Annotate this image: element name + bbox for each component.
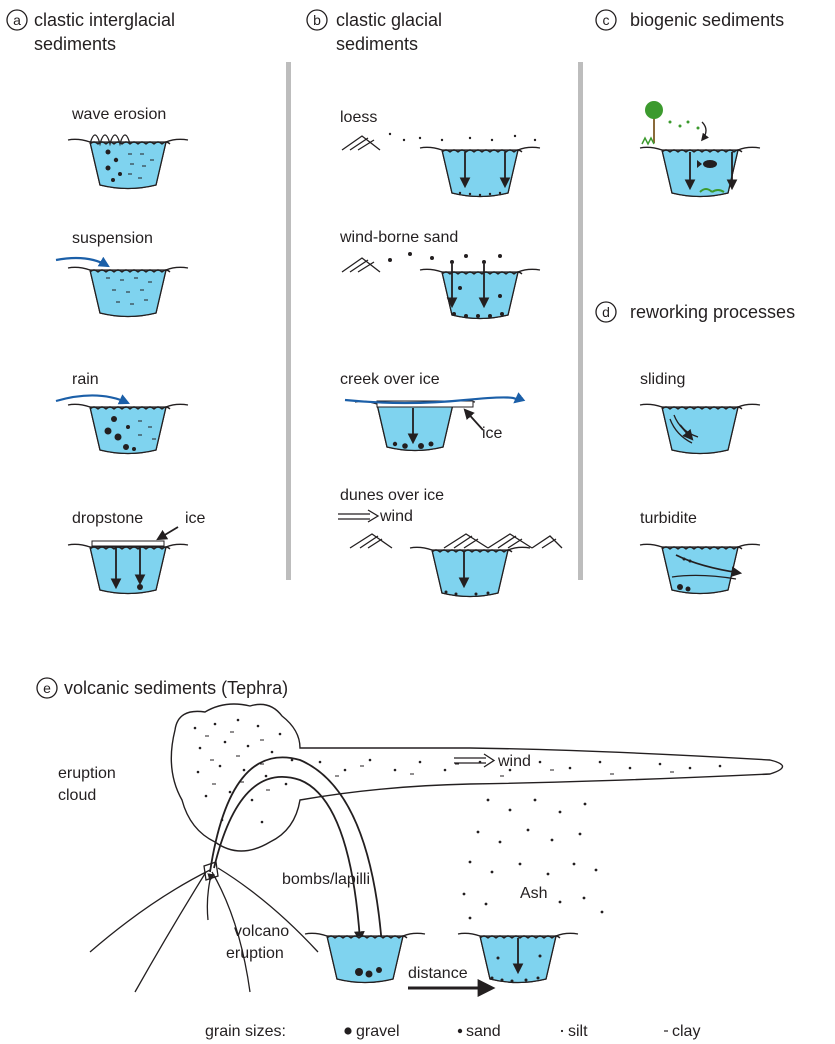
lake-windsand: [342, 252, 540, 319]
section-d-letter: d: [602, 304, 610, 320]
panel-suspension-label: suspension: [72, 230, 153, 247]
section-a-letter: a: [13, 12, 21, 28]
legend-title: grain sizes:: [205, 1023, 286, 1040]
wind-arrow-small: [338, 514, 370, 519]
lake-dropstone: [68, 527, 188, 594]
bombs-label: bombs/lapilli: [282, 871, 370, 888]
section-c-title: biogenic sediments: [630, 10, 784, 30]
lake-turbidite: [640, 544, 760, 593]
lake-ash: [458, 933, 578, 982]
section-e-title: volcanic sediments (Tephra): [64, 678, 288, 698]
tree-icon: [645, 101, 663, 119]
cloud-label-2: cloud: [58, 787, 96, 804]
section-b-title-2: sediments: [336, 34, 418, 54]
divider-bc: [578, 62, 583, 580]
legend-clay: clay: [672, 1023, 700, 1040]
panel-dropstone-ice-label: ice: [185, 510, 206, 527]
panel-wave-erosion-label: wave erosion: [71, 106, 166, 123]
section-e: e volcanic sediments (Tephra) eruption c…: [37, 678, 783, 992]
section-a-title-2: sediments: [34, 34, 116, 54]
legend-gravel: gravel: [356, 1023, 400, 1040]
panel-windsand-label: wind-borne sand: [339, 229, 458, 246]
section-b-title-1: clastic glacial: [336, 10, 442, 30]
section-a-title-1: clastic interglacial: [34, 10, 175, 30]
lake-bombs: [305, 933, 425, 982]
sand-marker: [458, 1029, 462, 1033]
section-b: b clastic glacial sediments loess wind-b…: [307, 10, 562, 597]
panel-rain-label: rain: [72, 371, 99, 388]
silt-marker: [561, 1030, 563, 1032]
cloud-label-1: eruption: [58, 765, 116, 782]
panel-dunes-label: dunes over ice: [340, 487, 444, 504]
gravel-marker: [344, 1027, 351, 1034]
fish-icon: [703, 160, 717, 168]
section-a: a clastic interglacial sediments wave er…: [7, 10, 206, 594]
volcano-label-1: volcano: [234, 923, 289, 940]
volcano-label-2: eruption: [226, 945, 284, 962]
panel-dropstone-label: dropstone: [72, 510, 143, 527]
lake-suspension: [56, 258, 188, 317]
lake-sliding: [640, 404, 760, 453]
lake-dunes: [350, 534, 562, 597]
wind-label: wind: [497, 753, 531, 770]
grain-size-legend: grain sizes: gravel sand silt clay: [205, 1023, 700, 1040]
eruption-cloud: [171, 704, 782, 851]
ash-label: Ash: [520, 885, 548, 902]
legend-silt: silt: [568, 1023, 588, 1040]
panel-sliding-label: sliding: [640, 371, 685, 388]
section-c: c biogenic sediments: [596, 10, 784, 197]
panel-loess-label: loess: [340, 109, 377, 126]
divider-ab: [286, 62, 291, 580]
panel-creek-ice-label: ice: [482, 425, 503, 442]
lake-creek: [345, 397, 516, 450]
distance-label: distance: [408, 965, 468, 982]
section-d-title: reworking processes: [630, 302, 795, 322]
panel-dunes-wind-label: wind: [379, 508, 413, 525]
section-c-letter: c: [603, 12, 610, 28]
panel-creek-label: creek over ice: [340, 371, 440, 388]
section-e-letter: e: [43, 680, 51, 696]
lake-loess: [342, 133, 540, 197]
lake-biogenic: [640, 101, 760, 197]
legend-sand: sand: [466, 1023, 501, 1040]
panel-turbidite-label: turbidite: [640, 510, 697, 527]
lake-rain: [56, 395, 188, 453]
section-b-letter: b: [313, 12, 321, 28]
lake-wave-erosion: [68, 135, 188, 189]
section-d: d reworking processes sliding turbidite: [596, 302, 795, 594]
